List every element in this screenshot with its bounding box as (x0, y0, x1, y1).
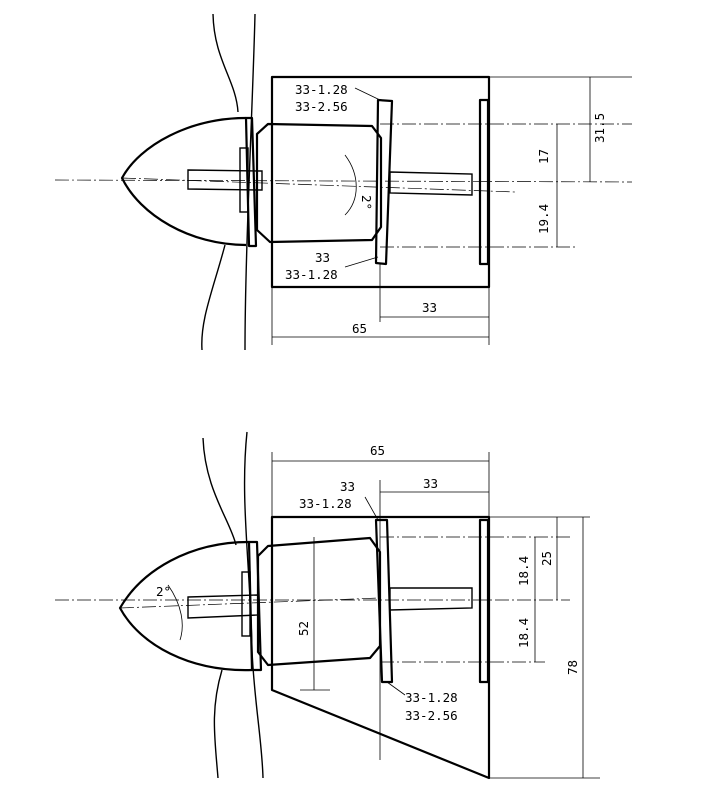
dim-17-label: 17 (536, 149, 551, 164)
thrust-line (121, 177, 516, 193)
angle-arc (167, 584, 183, 641)
spinner-outline (118, 540, 253, 672)
fuselage-curve-left (201, 13, 239, 351)
label-rim-top-1: 33-1.28 (295, 82, 348, 97)
dim-33-label: 33 (422, 300, 437, 315)
shaft (187, 594, 259, 619)
fuselage-curve-right (243, 431, 264, 779)
label-rim-bottom-2: 33-2.56 (405, 708, 458, 723)
motor-output-shaft (389, 587, 473, 611)
dim-18-4-b-label: 18.4 (516, 618, 531, 648)
leader-rim-bottom (386, 681, 406, 696)
angle-label: 2° (156, 584, 171, 599)
angle-arc (344, 154, 357, 216)
dim-31-5-label: 31.5 (592, 113, 607, 143)
rim-front (374, 98, 394, 266)
dim-18-4-a-label: 18.4 (516, 556, 531, 586)
leader-rim-top (354, 87, 381, 101)
dim-52-label: 52 (296, 621, 311, 636)
rim-back (478, 518, 490, 684)
motor-body (256, 536, 382, 667)
fuselage-curve-left (202, 437, 237, 779)
bottom-view: 2° 65 33 33 33-1.28 33-1.28 33-2.56 52 1… (55, 431, 600, 780)
dim-19-4-label: 19.4 (536, 204, 551, 234)
spinner-base-plate (247, 540, 263, 672)
hub-plate (239, 147, 249, 213)
dim-65-label: 65 (352, 321, 367, 336)
dim-25-label: 25 (539, 551, 554, 566)
label-rim-top-2: 33-1.28 (299, 496, 352, 511)
leader-rim-top (364, 496, 379, 521)
label-rim-top-1: 33 (340, 479, 355, 494)
dim-33-label: 33 (423, 476, 438, 491)
motor-body (255, 122, 383, 244)
thrust-line (119, 597, 381, 609)
label-rim-top-2: 33-2.56 (295, 99, 348, 114)
dim-78-label: 78 (565, 660, 580, 675)
angle-label: 2° (359, 195, 374, 210)
label-rim-bottom-1: 33 (315, 250, 330, 265)
motor-output-shaft (389, 171, 473, 196)
dim-65-label: 65 (370, 443, 385, 458)
hub-plate (241, 571, 251, 637)
shaft (187, 169, 263, 191)
label-rim-bottom-1: 33-1.28 (405, 690, 458, 705)
top-view: 2° 33-1.28 33-2.56 33 33-1.28 31.5 17 19… (54, 13, 633, 351)
rim-back (478, 98, 490, 266)
centerline-horizontal (54, 179, 633, 183)
label-rim-bottom-2: 33-1.28 (285, 267, 338, 282)
leader-rim-bottom (344, 256, 379, 268)
fuselage-curve-right (244, 13, 256, 351)
box-outline (270, 75, 491, 289)
